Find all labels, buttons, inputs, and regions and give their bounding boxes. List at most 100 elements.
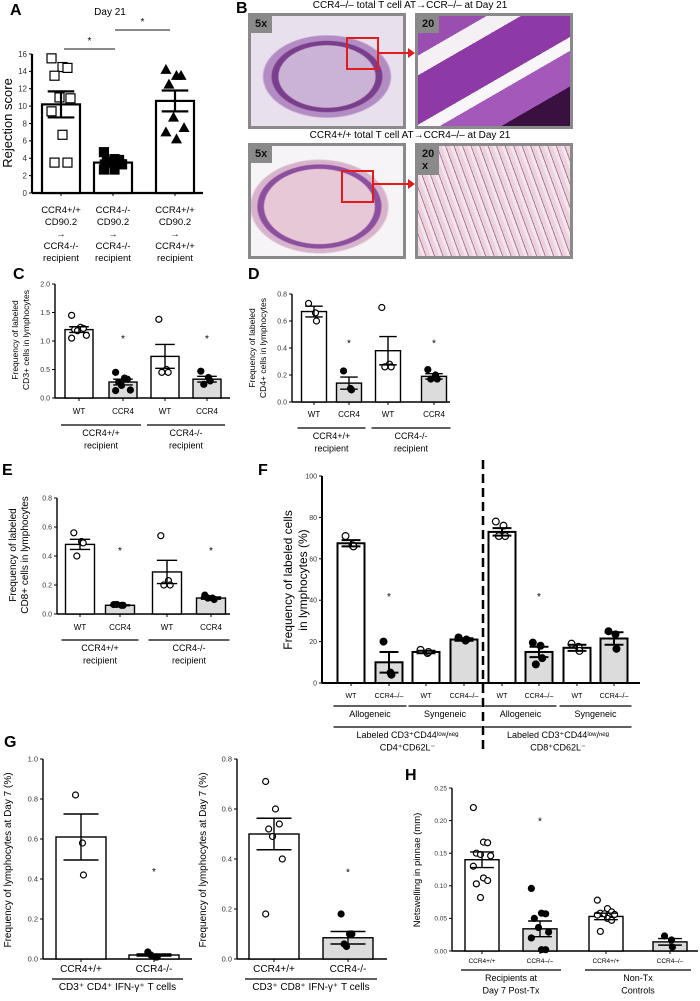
h-data-point [527,934,535,942]
g2-significance-star: * [346,868,350,879]
e-group-label: recipient [172,656,207,666]
a-y-tick-label: 0 [23,189,28,198]
g1-y-tick-label: 0.4 [28,875,38,884]
a-category-label: → [56,229,66,240]
d-category-label: CCR4 [338,410,360,419]
panel-label-c: C [13,266,25,283]
h-data-point [472,880,480,888]
a-data-point [170,133,183,144]
f-category-label: WT [346,693,358,700]
a-data-point [46,106,57,117]
a-category-label: recipient [43,253,79,264]
h-data-point [542,946,550,954]
f-bar [487,530,517,685]
f-data-point [341,532,350,541]
a-data-point [62,62,73,74]
h-category-label: CCR4–/– [657,958,684,965]
e-y-tick-label: 0.2 [42,582,52,589]
a-y-tick-label: 4 [23,154,28,163]
g1-data-point [147,951,155,959]
d-data-point [424,366,432,374]
e-y-axis-label: Frequency of labeled [8,508,19,601]
panel-label-g: G [4,734,17,751]
a-data-point [175,69,187,80]
h-data-point [542,910,550,918]
f-y-tick-label: 60 [309,556,317,563]
a-data-point [49,70,60,81]
f-data-point [612,644,621,653]
a-category-label: CCR4+/+ [155,205,195,216]
h-data-point [484,839,492,847]
a-category-label: → [170,229,180,240]
e-y-tick-label: 0.6 [42,524,52,531]
f-group-label: Syngeneic [574,709,617,719]
c-category-label: CCR4 [112,407,134,416]
g1-y-tick-label: 0.0 [28,955,38,964]
a-category-label: CD90.2 [97,217,129,228]
magnification-label: 5x [251,16,273,33]
a-y-tick-label: 2 [23,171,28,180]
h-data-point [545,928,553,936]
f-group-label: Allogeneic [500,709,542,719]
d-y-tick-label: 0.2 [277,372,287,379]
h-group-label: Controls [621,986,655,996]
g1-y-tick-label: 0.2 [28,915,38,924]
f-group-label: Allogeneic [349,709,391,719]
a-category-label: CCR4-/- [44,241,79,252]
a-category-label: CD90.2 [45,217,77,228]
e-category-label: WT [74,623,87,632]
g1-data-point [79,871,88,879]
h-bar [588,915,624,952]
e-category-label: WT [161,623,174,632]
h-group-label: Non-Tx [623,973,653,983]
d-y-tick-label: 0.6 [277,318,287,325]
g2-data-point [337,910,345,918]
a-data-point [98,147,110,158]
f-y-tick-label: 100 [305,473,317,480]
c-y-tick-label: 1.5 [40,310,50,317]
h-data-point [487,852,495,860]
f-group-label: Labeled CD3⁺CD44ˡᵒʷ/ⁿᵉᵍ [507,730,610,740]
arrow-icon [379,48,415,58]
d-data-point [378,303,386,312]
g1-y-tick-label: 1.0 [28,755,38,764]
panel-label-f: F [258,462,268,479]
f-significance-star: * [537,592,541,603]
arrow-icon [374,179,415,189]
histology-bottom-5x-image: 5x [248,143,406,259]
a-data-point [54,92,65,103]
g2-y-axis-label: Frequency of lymphocytes at Day 7 (%) [198,772,209,947]
f-category-label: WT [572,693,584,700]
h-group-label: Recipients at [485,973,538,983]
g1-bar [55,836,107,960]
panel-label-e: E [2,462,13,479]
a-significance-star: * [141,17,145,28]
c-data-point [155,315,163,323]
f-group-label: CD4⁺CD62L⁻ [380,743,436,753]
g2-data-point [262,777,270,786]
h-y-tick-label: 0.20 [434,818,447,825]
panel-label-h: H [405,767,417,784]
d-y-tick-label: 0.8 [277,291,287,298]
g2-data-point [262,910,270,918]
e-data-point [70,529,78,537]
d-group-label: CCR4+/+ [313,431,351,441]
g1-y-axis-label: Frequency of lymphocytes at Day 7 (%) [3,772,14,947]
f-category-label: WT [497,693,509,700]
h-significance-star: * [538,817,542,828]
f-data-point [567,639,576,648]
g1-y-tick-label: 0.6 [28,835,38,844]
f-category-label: WT [421,693,433,700]
c-group-label: CCR4-/- [170,428,203,438]
e-group-label: CCR4+/+ [81,643,119,653]
e-group-label: recipient [83,656,118,666]
c-data-point [206,377,214,385]
c-y-tick-label: 0.0 [40,395,50,402]
histology-top-5x-image: 5x [248,13,406,129]
d-significance-star: * [347,339,351,350]
e-group-label: CCR4-/- [173,643,206,653]
c-data-point [164,368,172,376]
e-y-axis-label: CD8+ cells in lymphocytes [20,496,31,614]
c-category-label: WT [159,407,172,416]
